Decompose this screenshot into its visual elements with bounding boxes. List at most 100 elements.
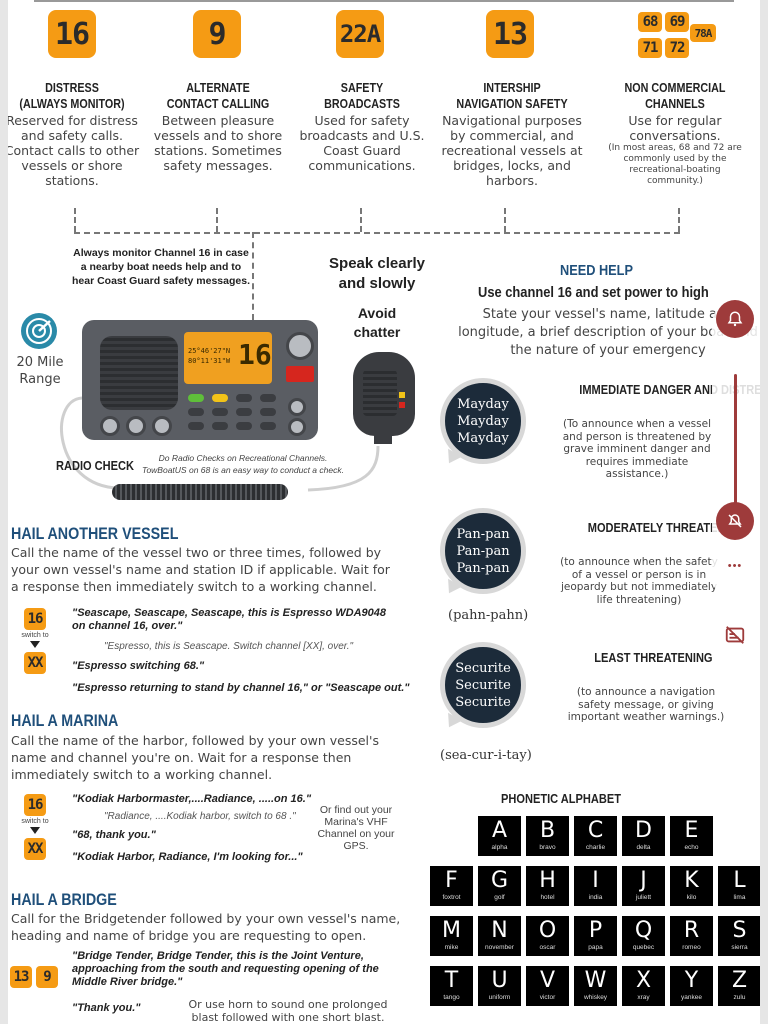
channel-desc: Navigational purposes by commercial, and…	[441, 113, 583, 188]
hail-marina-title: HAIL A MARINA	[11, 711, 119, 730]
key	[260, 408, 276, 416]
marina-reply: "Radiance, ....Kodiak harbor, switch to …	[104, 811, 296, 822]
volume-slider[interactable]	[734, 374, 737, 510]
channel-subtitle: CONTACT CALLING	[166, 97, 270, 111]
level-title-panpan: MODERATELY THREATENING	[587, 520, 746, 535]
radio-cable	[60, 396, 380, 492]
connector-line	[74, 208, 680, 234]
channel-desc: Reserved for distress and safety calls. …	[8, 113, 140, 188]
channel-desc: Used for safety broadcasts and U.S. Coas…	[299, 113, 425, 173]
channel-title: ALTERNATE	[186, 81, 250, 95]
need-help-title: NEED HELP	[560, 262, 633, 279]
range-label: 20 Mile Range	[16, 355, 64, 387]
channel-badge-13: 13	[10, 966, 32, 988]
mic-neck	[374, 434, 392, 444]
mute-icon[interactable]	[716, 502, 754, 540]
distress-button	[286, 366, 314, 382]
green-key	[188, 394, 204, 402]
channel-badge-9: 9	[36, 966, 58, 988]
channel-subtitle: CHANNELS	[645, 97, 705, 111]
connector-line	[504, 208, 506, 232]
microphone	[353, 352, 415, 436]
more-icon[interactable]: •••	[727, 560, 743, 572]
vessel-reply: "Espresso, this is Seascape. Switch chan…	[104, 641, 354, 652]
channel-column-intership: INTERSHIP NAVIGATION SAFETY Navigational…	[436, 80, 588, 188]
range-radar-icon	[20, 312, 58, 350]
switch-to-label: switch to	[21, 632, 49, 639]
vessel-quote-2: "Espresso switching 68."	[72, 660, 205, 672]
connector-line	[74, 208, 76, 232]
key	[188, 408, 204, 416]
channel-desc: Use for regular conversations.	[628, 113, 722, 143]
down-arrow-icon	[30, 827, 40, 834]
channel-badge-13: 13	[486, 10, 534, 58]
channel-column-distress: DISTRESS (ALWAYS MONITOR) Reserved for d…	[8, 80, 142, 188]
channel-badge-16: 16	[24, 794, 46, 816]
key	[188, 422, 204, 430]
top-rule	[34, 0, 734, 2]
bridge-aside: Or use horn to sound one prolonged blast…	[188, 998, 388, 1024]
radio-display: 25°46'27"N 80°11'31"W 16	[184, 332, 272, 384]
infographic-sheet: 16 9 22A 13 68 69 78A 71 72 DISTRESS (AL…	[8, 0, 760, 1024]
monitor-note: Always monitor Channel 16 in case a near…	[72, 247, 250, 287]
key	[212, 408, 228, 416]
channel-column-alternate: ALTERNATE CONTACT CALLING Between pleasu…	[148, 80, 288, 173]
knob-icon	[288, 398, 306, 416]
channel-subtitle: BROADCASTS	[324, 97, 400, 111]
marina-quote-2: "68, thank you."	[72, 829, 156, 841]
channel-badge-xx: XX	[24, 838, 46, 860]
knob-icon	[100, 416, 120, 436]
channel-title: NON COMMERCIAL	[624, 81, 726, 95]
captions-off-icon[interactable]	[724, 624, 746, 651]
channel-column-safety: SAFETY BROADCASTS Used for safety broadc…	[292, 80, 432, 173]
phonetic-title: PHONETIC ALPHABET	[501, 791, 621, 806]
channel-badge-16: 16	[48, 10, 96, 58]
channel-badge-xx: XX	[24, 652, 46, 674]
level-desc-mayday: (To announce when a vessel and person is…	[562, 418, 712, 480]
key	[236, 394, 252, 402]
knob-icon	[152, 416, 172, 436]
securite-pronunciation: (sea-cur-i-tay)	[440, 748, 532, 763]
channel-badge-22a: 22A	[336, 10, 384, 58]
key	[236, 408, 252, 416]
lcd-lat: 25°46'27"N	[188, 347, 231, 355]
marina-quote-3: "Kodiak Harbor, Radiance, I'm looking fo…	[72, 851, 303, 863]
knob-icon	[286, 332, 314, 360]
level-desc-panpan: (to announce when the safety of a vessel…	[560, 556, 718, 606]
channel-badge-9: 9	[193, 10, 241, 58]
bridge-quote-2: "Thank you."	[72, 1002, 141, 1014]
bell-icon[interactable]	[716, 300, 754, 338]
channel-title: INTERSHIP	[483, 81, 541, 95]
level-desc-securite: (to announce a navigation safety message…	[567, 686, 725, 723]
yellow-key	[212, 394, 228, 402]
marina-aside: Or find out your Marina's VHF Channel on…	[317, 804, 395, 852]
channel-column-noncommercial: NON COMMERCIAL CHANNELS Use for regular …	[600, 80, 750, 187]
knob-icon	[126, 416, 146, 436]
channel-badge-78a: 78A	[690, 24, 716, 42]
hail-vessel-desc: Call the name of the vessel two or three…	[11, 545, 390, 594]
panpan-pronunciation: (pahn-pahn)	[448, 608, 529, 623]
level-title-mayday: IMMEDIATE DANGER AND DISTRESS	[579, 382, 760, 397]
